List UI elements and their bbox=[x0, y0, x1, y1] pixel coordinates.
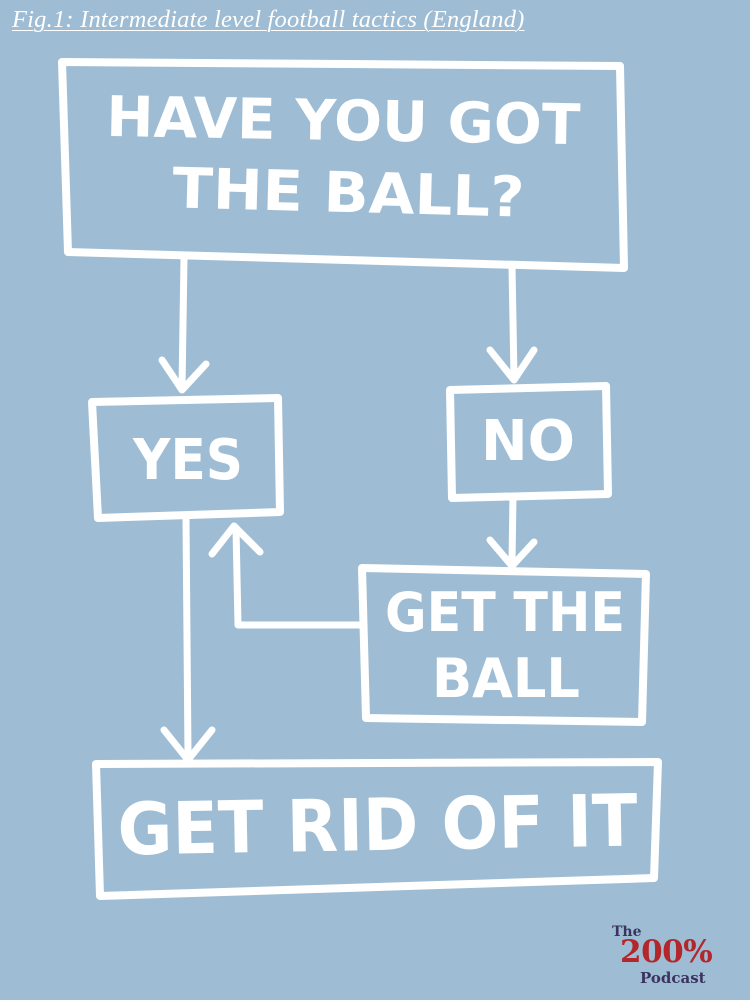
question-line-2: THE BALL? bbox=[172, 156, 526, 230]
get-ball-line-2: BALL bbox=[432, 647, 580, 710]
no-node: NO bbox=[446, 382, 612, 502]
logo-the-text: The bbox=[612, 924, 642, 940]
question-line-1: HAVE YOU GOT bbox=[106, 85, 581, 158]
question-node: HAVE YOU GOT THE BALL? bbox=[58, 58, 628, 272]
figure-caption: Fig.1: Intermediate level football tacti… bbox=[12, 6, 525, 33]
podcast-logo: The 200% Podcast bbox=[612, 924, 732, 990]
arrow-no-to-get-ball bbox=[486, 492, 538, 570]
no-box bbox=[446, 382, 612, 502]
yes-label: YES bbox=[132, 428, 243, 493]
arrow-question-to-no bbox=[486, 262, 538, 384]
get-rid-node: GET RID OF IT bbox=[92, 758, 662, 900]
question-box bbox=[58, 58, 628, 272]
get-ball-box bbox=[358, 564, 650, 726]
arrow-yes-to-get-rid bbox=[160, 514, 216, 764]
get-rid-box bbox=[92, 758, 662, 900]
yes-box bbox=[88, 394, 284, 522]
yes-node: YES bbox=[88, 394, 284, 522]
arrow-get-ball-to-yes bbox=[208, 522, 366, 629]
logo-podcast-text: Podcast bbox=[640, 969, 706, 987]
get-ball-line-1: GET THE bbox=[385, 581, 625, 644]
logo-number-text: 200% bbox=[620, 934, 713, 970]
no-label: NO bbox=[481, 409, 575, 474]
get-ball-node: GET THE BALL bbox=[358, 564, 650, 726]
arrow-question-to-yes bbox=[158, 254, 210, 394]
get-rid-label: GET RID OF IT bbox=[117, 778, 638, 871]
